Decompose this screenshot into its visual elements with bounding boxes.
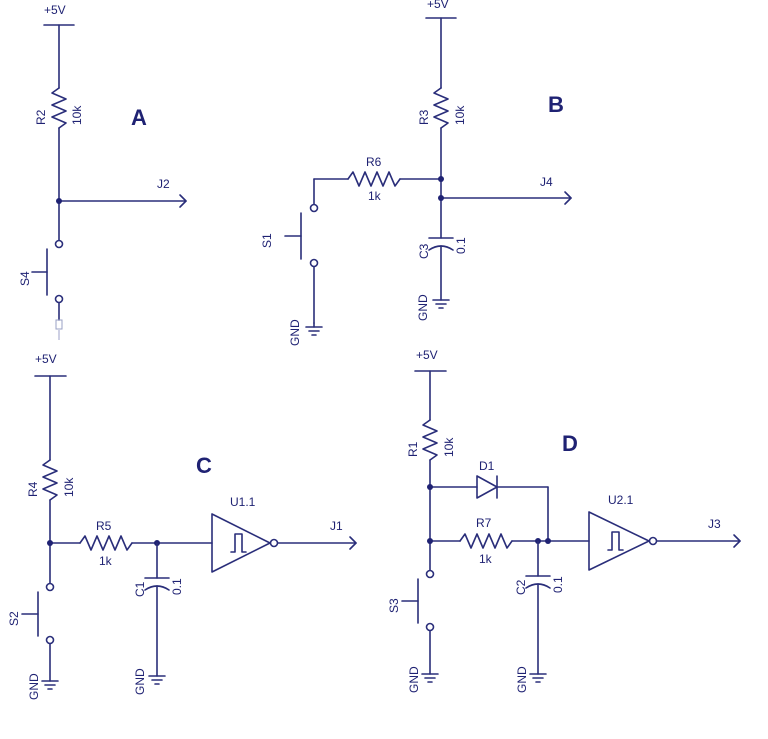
circuit-d-c2-name: C2 <box>514 579 528 595</box>
circuit-c-c1-name: C1 <box>133 581 147 597</box>
connector-j2-symbol <box>179 194 187 208</box>
resistor-r5-symbol <box>79 535 133 551</box>
circuit-a: +5V R2 10k A J2 S4 <box>18 3 187 340</box>
resistor-r6-symbol <box>347 171 401 187</box>
circuit-b-r3-name: R3 <box>417 109 431 125</box>
circuit-c-letter: C <box>196 453 212 478</box>
circuit-d-r1-name: R1 <box>406 441 420 457</box>
circuit-a-supply-label: +5V <box>44 3 66 17</box>
circuit-d-gnd-label-2: GND <box>515 666 529 693</box>
inverter-u1-symbol <box>211 513 271 573</box>
circuit-c-r5-value: 1k <box>99 554 113 568</box>
circuit-d-r1-value: 10k <box>442 437 456 457</box>
connector-j1-symbol <box>349 536 357 550</box>
inverter-u2-symbol <box>588 511 650 571</box>
circuit-d-supply-label: +5V <box>416 348 438 362</box>
circuit-d-diode-label: D1 <box>479 459 495 473</box>
circuit-d-gnd-label-1: GND <box>407 666 421 693</box>
circuit-d-c2-value: 0.1 <box>551 576 565 593</box>
circuit-a-output-label: J2 <box>157 177 170 191</box>
circuit-a-r2-name: R2 <box>34 109 48 125</box>
circuit-b-c3-name: C3 <box>417 243 431 259</box>
circuit-b-gnd-label-1: GND <box>288 319 302 346</box>
circuit-b-r6-name: R6 <box>366 155 382 169</box>
circuit-d-r7-value: 1k <box>479 552 493 566</box>
resistor-r3-symbol <box>433 87 449 129</box>
resistor-r2-symbol <box>51 87 67 129</box>
circuit-b-r6-value: 1k <box>368 189 382 203</box>
circuit-d-output-label: J3 <box>708 517 721 531</box>
circuit-c-r4-name: R4 <box>26 481 40 497</box>
circuit-d-r7-name: R7 <box>476 516 492 530</box>
circuit-c-supply-label: +5V <box>35 352 57 366</box>
circuit-b-supply-label: +5V <box>427 0 449 11</box>
connector-j3-symbol <box>733 534 741 548</box>
circuit-c-r5-name: R5 <box>96 519 112 533</box>
circuit-c-gnd-label-2: GND <box>133 668 147 695</box>
circuit-c-r4-value: 10k <box>62 477 76 497</box>
circuit-b: +5V R3 10k B R6 1k J4 S1 C3 0.1 GND GND <box>260 0 572 346</box>
circuit-a-letter: A <box>131 105 147 130</box>
circuit-b-letter: B <box>548 92 564 117</box>
connector-j4-symbol <box>564 191 572 205</box>
circuit-a-r2-value: 10k <box>70 105 84 125</box>
circuit-d-letter: D <box>562 431 578 456</box>
resistor-r7-symbol <box>459 533 513 549</box>
circuit-a-switch-label: S4 <box>18 271 32 286</box>
circuit-b-switch-label: S1 <box>260 233 274 248</box>
circuit-d-gate-label: U2.1 <box>608 493 634 507</box>
circuit-d-switch-label: S3 <box>387 598 401 613</box>
circuit-b-output-label: J4 <box>540 175 553 189</box>
circuit-c-switch-label: S2 <box>7 611 21 626</box>
circuit-c-gate-label: U1.1 <box>230 495 256 509</box>
circuit-b-gnd-label-2: GND <box>416 294 430 321</box>
circuit-b-c3-value: 0.1 <box>454 237 468 254</box>
circuit-c-c1-value: 0.1 <box>170 578 184 595</box>
circuit-c-gnd-label-1: GND <box>27 673 41 700</box>
diode-d1-symbol <box>476 475 498 499</box>
circuit-c-output-label: J1 <box>330 519 343 533</box>
resistor-r1-symbol <box>422 419 438 461</box>
circuit-b-r3-value: 10k <box>453 105 467 125</box>
circuit-c: +5V R4 10k C R5 1k U1.1 J1 C1 0.1 S2 GND… <box>7 352 357 700</box>
resistor-r4-symbol <box>42 459 58 501</box>
circuit-d: +5V R1 10k D D1 R7 1k U2.1 J3 C2 0.1 S3 … <box>387 348 741 693</box>
